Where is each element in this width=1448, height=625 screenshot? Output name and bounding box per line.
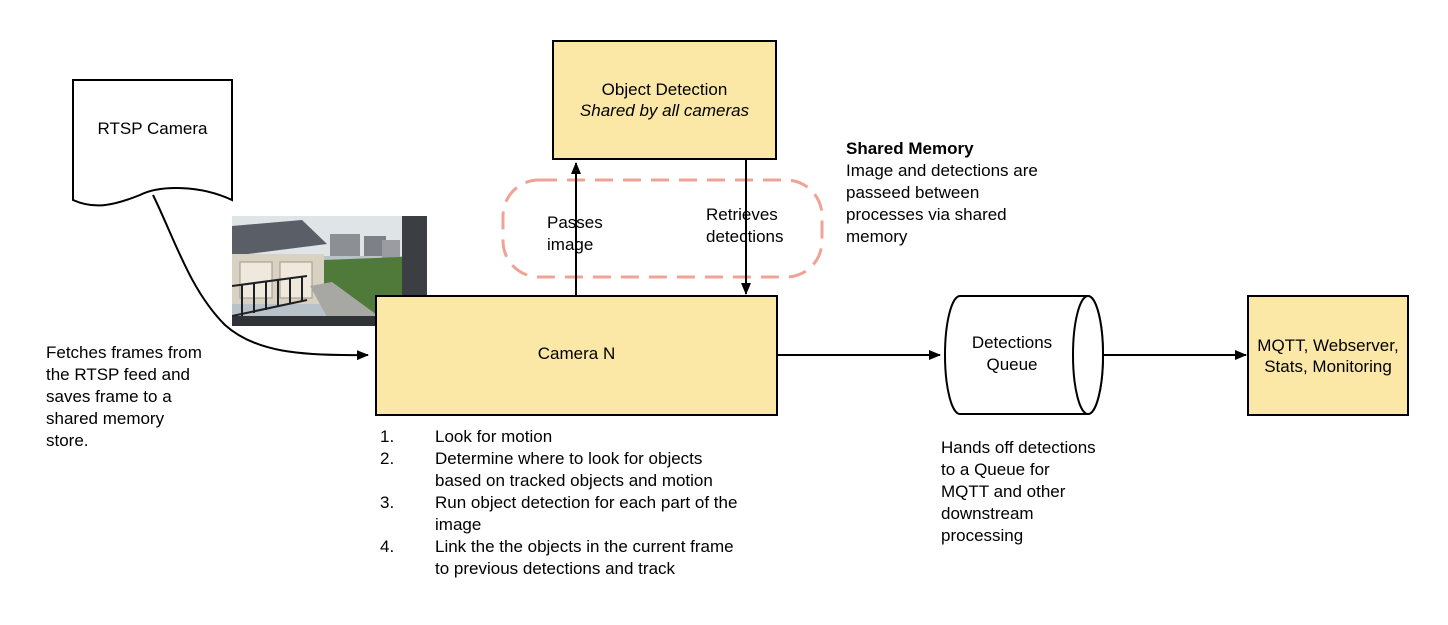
object-detection-title: Object Detection: [601, 80, 728, 99]
shared-memory-note: Shared Memory Image and detections are p…: [846, 139, 1038, 246]
shared-memory-title: Shared Memory: [846, 139, 974, 158]
mqtt-webserver-node: MQTT, Webserver, Stats, Monitoring: [1247, 295, 1409, 416]
list-item: 2. Determine where to look for objects b…: [380, 449, 713, 490]
detections-queue-label: Detections Queue: [971, 333, 1053, 374]
fetch-frames-note: Fetches frames from the RTSP feed and sa…: [46, 343, 202, 450]
list-item: 1. Look for motion: [380, 427, 553, 446]
list-item: 4. Link the the objects in the current f…: [380, 537, 734, 578]
camera-n-label: Camera N: [537, 344, 616, 363]
rtsp-to-camera-edge: [152, 194, 369, 361]
queue-handoff-note: Hands off detections to a Queue for MQTT…: [941, 438, 1096, 545]
object-detection-node: Object Detection Shared by all cameras: [552, 40, 777, 160]
retrieves-detections-label: Retrieves detections: [706, 205, 784, 246]
rtsp-camera-shape: [72, 79, 233, 207]
object-detection-subtitle: Shared by all cameras: [579, 101, 750, 120]
camera-n-node: Camera N: [375, 295, 778, 416]
shared-memory-region: [501, 178, 824, 279]
passes-image-label: Passes image: [547, 213, 603, 254]
camera-steps-list: 1. Look for motion 2. Determine where to…: [380, 426, 780, 580]
rtsp-camera-label: RTSP Camera: [97, 119, 208, 138]
list-item: 3. Run object detection for each part of…: [380, 493, 738, 534]
detections-queue-shape: [944, 295, 1104, 415]
